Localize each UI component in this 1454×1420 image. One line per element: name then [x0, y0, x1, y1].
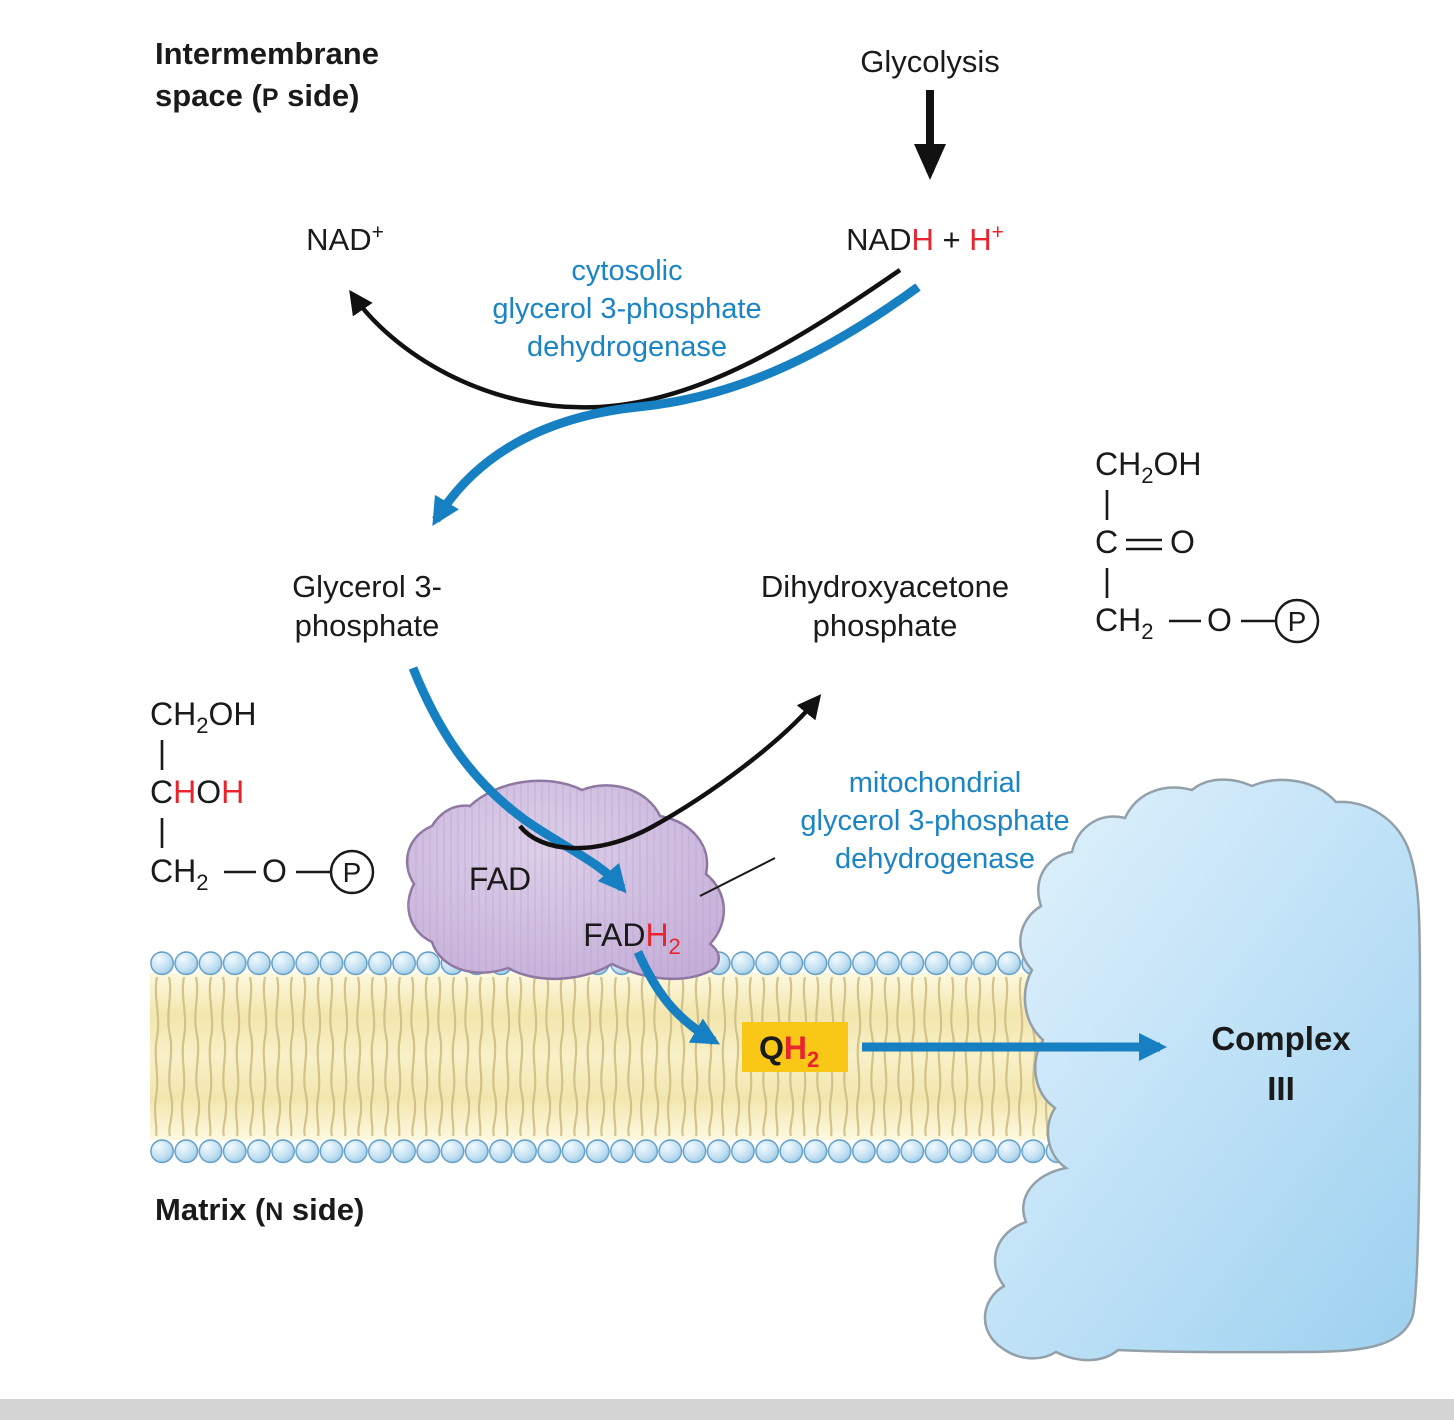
g3p-row3-o: O [262, 853, 287, 889]
g3p-structure: CH2OH CHOH CH2 O P [150, 696, 375, 895]
mitochondrial-enzyme-label: mitochondrial glycerol 3-phosphate dehyd… [800, 767, 1069, 875]
nadh-label: NADH + H+ [846, 221, 1004, 257]
cytosolic-enzyme-label: cytosolic glycerol 3-phosphate dehydroge… [492, 255, 761, 363]
g3p-phosphate-circle [329, 849, 375, 895]
fadh2-to-qh2-arrow [633, 950, 721, 1045]
dhap-row3-o: O [1207, 602, 1232, 638]
dhap-row1: CH2OH [1095, 446, 1201, 488]
g3p-label: Glycerol 3- phosphate [292, 569, 442, 643]
g3p-label-line2: phosphate [295, 608, 440, 643]
enzyme-pointer-line [699, 857, 776, 897]
dhap-row3-ch2: CH2 [1095, 602, 1153, 644]
glycolysis-label: Glycolysis [860, 44, 1000, 79]
complex3-label-line1: Complex [1211, 1020, 1351, 1057]
dhap-phosphate-circle [1274, 598, 1320, 644]
g3p-to-fadh2-arrow [408, 666, 627, 894]
cytosolic-enzyme-line3: dehydrogenase [527, 331, 727, 363]
dhap-label-line2: phosphate [813, 608, 958, 643]
complex3-label: Complex III [1211, 1020, 1351, 1107]
g3p-phosphate-p: P [343, 857, 362, 888]
matrix-label: Matrix (N side) [155, 1192, 364, 1227]
g3p-row1: CH2OH [150, 696, 256, 738]
g3p-label-line1: Glycerol 3- [292, 569, 442, 604]
dhap-label-line1: Dihydroxyacetone [761, 569, 1009, 604]
nadh-to-nad-arrow [349, 268, 902, 410]
fad-label: FAD [469, 861, 531, 897]
g3p-row2: CHOH [150, 774, 244, 810]
dhap-phosphate-p: P [1288, 606, 1307, 637]
dhap-structure: CH2OH C O CH2 O P [1095, 446, 1320, 644]
membrane-lipid-tails [150, 975, 1120, 1138]
intermembrane-space-label-line2: space (P side) [155, 78, 360, 113]
qh2-box [742, 1022, 848, 1072]
cytosolic-enzyme-line1: cytosolic [571, 255, 682, 287]
fadh2-label: FADH2 [583, 917, 681, 959]
complex3-blob [983, 778, 1422, 1362]
dhap-label: Dihydroxyacetone phosphate [761, 569, 1009, 643]
g3p-row3-ch2: CH2 [150, 853, 208, 895]
nadh-to-g3p-arrow [432, 283, 921, 526]
qh2-label: QH2 [759, 1030, 819, 1072]
membrane-bottom-heads [150, 1139, 1120, 1164]
nad-label: NAD+ [306, 221, 384, 257]
membrane [150, 951, 1120, 1164]
cytosolic-enzyme-line2: glycerol 3-phosphate [492, 293, 761, 325]
dhap-row2-o: O [1170, 524, 1195, 560]
complex3-label-line2: III [1267, 1070, 1295, 1107]
mito-enzyme-line1: mitochondrial [849, 767, 1021, 799]
fad-to-dhap-arrow [518, 694, 822, 851]
mito-enzyme-line2: glycerol 3-phosphate [800, 805, 1069, 837]
mito-enzyme-line3: dehydrogenase [835, 843, 1035, 875]
intermembrane-space-label: Intermembrane [155, 36, 379, 71]
dhap-row2-c: C [1095, 524, 1118, 560]
bottom-strip [0, 1399, 1454, 1420]
